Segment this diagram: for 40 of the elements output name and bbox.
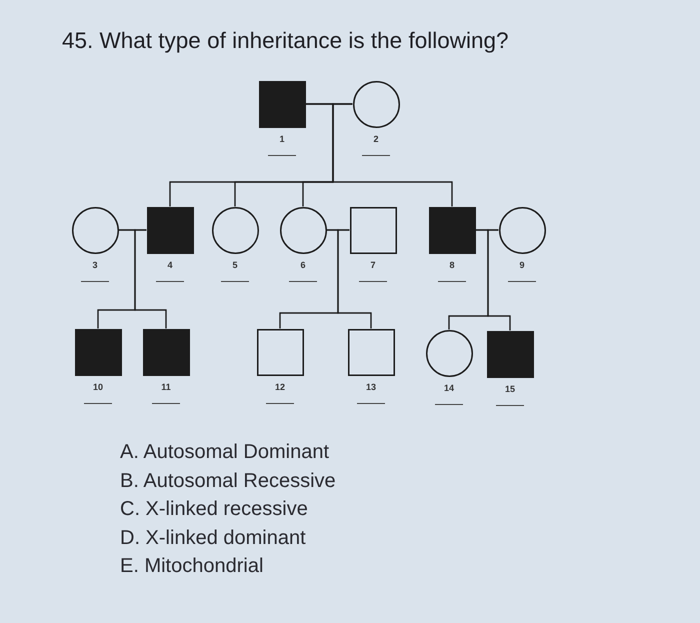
individual-number: 15 bbox=[505, 384, 515, 394]
affected-male-symbol bbox=[142, 328, 190, 376]
individual-number: 4 bbox=[168, 260, 172, 270]
individual-number: 8 bbox=[450, 260, 454, 270]
affected-male-symbol bbox=[146, 206, 194, 254]
unaffected-male-symbol bbox=[348, 328, 394, 376]
answer-choice: D. X-linked dominant bbox=[120, 526, 306, 550]
answer-choice: E. Mitochondrial bbox=[120, 554, 264, 578]
individual-number: 12 bbox=[275, 382, 285, 392]
affected-male-symbol bbox=[74, 328, 122, 376]
unaffected-female-symbol bbox=[352, 80, 400, 128]
affected-male-symbol bbox=[258, 80, 306, 128]
individual-number: 11 bbox=[161, 382, 171, 392]
answer-choice: A. Autosomal Dominant bbox=[120, 440, 329, 464]
individual-number: 9 bbox=[520, 260, 524, 270]
individual-number: 6 bbox=[300, 260, 306, 270]
individual-number: 2 bbox=[374, 134, 378, 144]
unaffected-female-symbol bbox=[426, 330, 472, 376]
affected-male-symbol bbox=[428, 206, 476, 254]
unaffected-female-symbol bbox=[280, 206, 326, 254]
descent-line bbox=[332, 103, 453, 206]
unaffected-female-symbol bbox=[72, 206, 118, 254]
question-text: 45. What type of inheritance is the following? bbox=[62, 28, 509, 54]
individual-number: 7 bbox=[370, 260, 376, 270]
descent-line bbox=[134, 229, 167, 328]
individual-number: 14 bbox=[444, 382, 454, 392]
individual-number: 13 bbox=[366, 382, 376, 392]
affected-male-symbol bbox=[486, 330, 534, 378]
individual-number: 10 bbox=[93, 382, 103, 392]
unaffected-female-symbol bbox=[498, 206, 546, 254]
individual-number: 5 bbox=[232, 260, 238, 270]
unaffected-male-symbol bbox=[350, 206, 396, 254]
answer-choice: C. X-linked recessive bbox=[120, 497, 308, 521]
descent-line bbox=[487, 229, 511, 330]
descent-line bbox=[337, 229, 372, 328]
unaffected-female-symbol bbox=[212, 206, 258, 254]
answer-choice: B. Autosomal Recessive bbox=[120, 468, 336, 492]
individual-number: 3 bbox=[92, 260, 98, 270]
individual-number: 1 bbox=[280, 134, 284, 144]
unaffected-male-symbol bbox=[256, 328, 304, 376]
